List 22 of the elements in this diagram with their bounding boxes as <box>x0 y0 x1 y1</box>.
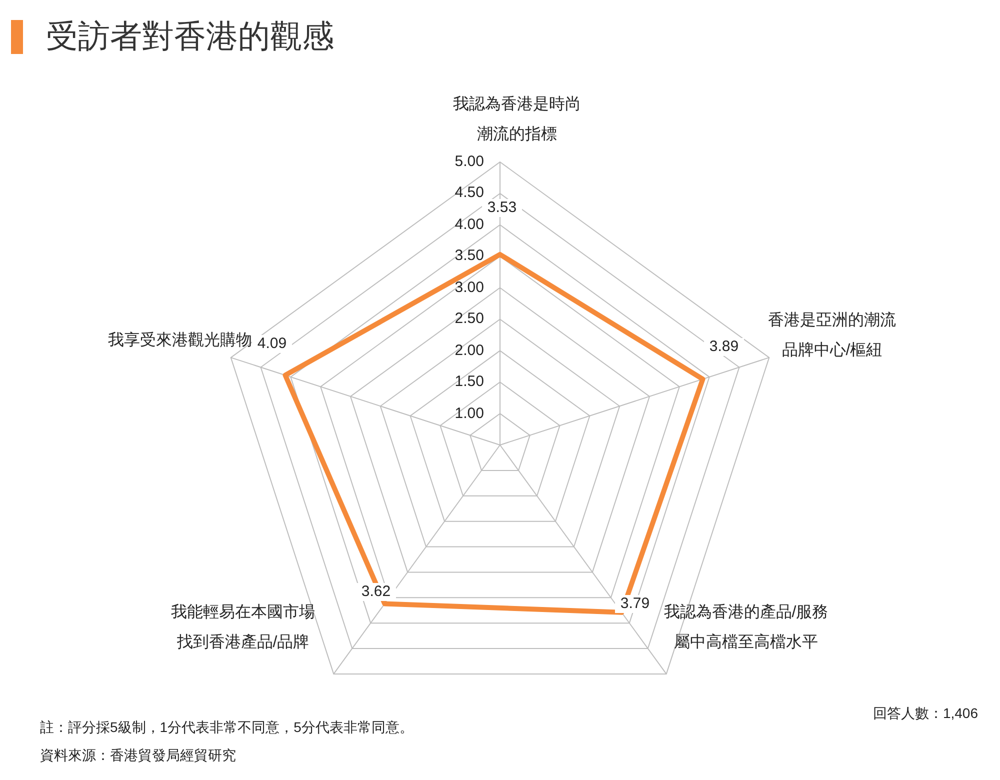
data-label: 4.09 <box>252 335 292 353</box>
data-label: 3.53 <box>482 199 522 217</box>
tick-label: 4.50 <box>454 184 484 202</box>
tick-label: 1.00 <box>454 404 484 423</box>
tick-label: 2.50 <box>454 310 484 328</box>
page-title: 受訪者對香港的觀感 <box>46 17 334 56</box>
axis-label: 我享受來港觀光購物 <box>107 330 252 351</box>
tick-label: 1.50 <box>454 373 484 392</box>
data-label: 3.89 <box>704 338 744 356</box>
tick-label: 3.00 <box>454 278 484 297</box>
source-text: 資料來源：香港貿發局經貿研究 <box>40 746 236 764</box>
axis-label: 我認為香港是時尚潮流的指標 <box>452 94 582 145</box>
tick-label: 4.00 <box>454 216 484 234</box>
axis-label: 我認為香港的產品/服務屬中高檔至高檔水平 <box>662 602 830 653</box>
sample-size-text: 回答人數：1,406 <box>872 704 978 722</box>
tick-label: 2.00 <box>454 342 484 360</box>
axis-label: 香港是亞洲的潮流品牌中心/樞紐 <box>767 310 897 361</box>
tick-label: 3.50 <box>454 247 484 266</box>
axis-label: 我能輕易在本國市場找到香港產品/品牌 <box>170 602 316 653</box>
data-label: 3.62 <box>356 583 396 601</box>
tick-label: 5.00 <box>454 153 484 171</box>
note-text: 註：評分採5級制，1分代表非常不同意，5分代表非常同意。 <box>40 718 414 736</box>
